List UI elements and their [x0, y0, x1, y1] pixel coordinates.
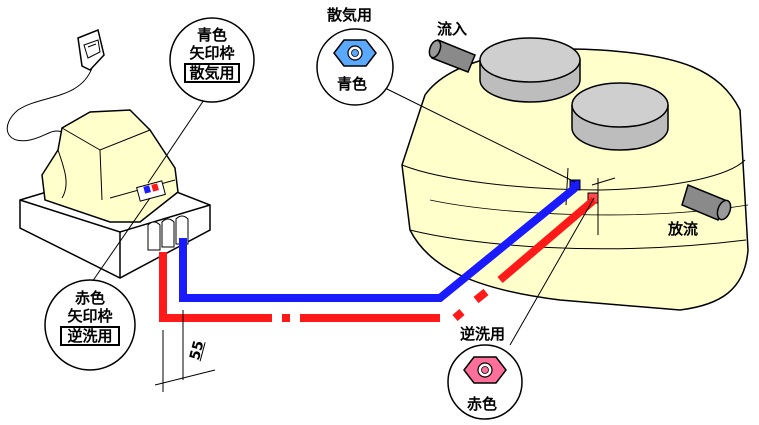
red-frame-purpose-text: 逆洗用 — [60, 326, 120, 346]
red-frame-callout-circle — [44, 279, 136, 371]
leader-line-backwash — [509, 197, 595, 346]
backwash-color-label: 赤色 — [467, 395, 498, 413]
blower-pipe-stubs — [147, 215, 189, 251]
inflow-pipe — [428, 39, 476, 73]
leader-line-red-frame — [91, 197, 151, 283]
aeration-color-label: 青色 — [337, 75, 368, 93]
power-plug — [77, 28, 105, 71]
blue-frame-label: 青色 矢印枠 散気用 — [184, 26, 240, 83]
blue-hex-nut-icon — [333, 39, 377, 67]
outflow-label: 放流 — [668, 220, 699, 238]
inflow-label: 流入 — [437, 20, 468, 38]
leader-line-aeration — [384, 87, 576, 183]
aeration-callout-circle — [316, 28, 394, 106]
red-backwash-pipe — [159, 196, 597, 322]
red-frame-arrow-text: 矢印枠 — [67, 307, 113, 325]
leader-line-blue-frame — [147, 87, 213, 184]
manhole-lid-2 — [571, 82, 669, 151]
backwash-title: 逆洗用 — [460, 325, 506, 343]
red-hex-nut-icon — [463, 356, 507, 384]
blue-aeration-pipe — [179, 184, 578, 302]
outflow-pipe — [681, 183, 732, 221]
power-cord — [6, 67, 93, 142]
red-frame-label: 赤色 矢印枠 逆洗用 — [60, 289, 120, 346]
blue-frame-color-text: 青色 — [196, 26, 227, 44]
blue-frame-arrow-text: 矢印枠 — [189, 44, 235, 62]
red-frame-color-text: 赤色 — [74, 289, 105, 307]
manhole-lid-1 — [479, 37, 581, 103]
dimension-mark — [154, 310, 216, 392]
aeration-title: 散気用 — [327, 6, 373, 24]
blower-unit — [41, 109, 179, 223]
blue-frame-purpose-text: 散気用 — [184, 63, 240, 83]
